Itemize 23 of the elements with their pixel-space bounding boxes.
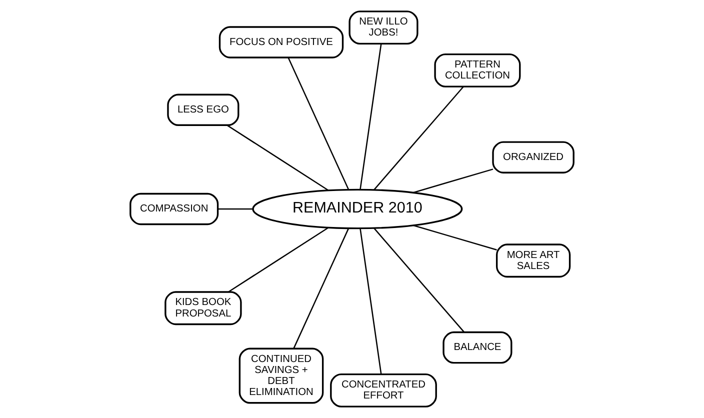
connector: [360, 228, 382, 374]
connector: [226, 124, 329, 191]
node-box: COMPASSION: [130, 192, 219, 226]
node-box: NEW ILLO JOBS!: [348, 10, 418, 45]
node-box: MORE ART SALES: [496, 244, 571, 278]
connector: [228, 227, 329, 292]
connector: [288, 57, 350, 190]
connector: [412, 224, 497, 251]
connector: [373, 86, 464, 190]
node-box: PATTERN COLLECTION: [434, 53, 521, 88]
connector: [373, 228, 465, 333]
node-box: BALANCE: [442, 331, 512, 364]
node-ellipse: REMAINDER 2010: [252, 188, 463, 230]
connector: [218, 208, 253, 210]
node-box: KIDS BOOK PROPOSAL: [164, 291, 242, 326]
node-box: CONCENTRATED EFFORT: [330, 373, 437, 408]
node-box: ORGANIZED: [492, 141, 574, 174]
connector: [293, 228, 350, 349]
node-box: FOCUS ON POSITIVE: [218, 26, 344, 58]
node-box: LESS EGO: [167, 94, 240, 126]
connector: [360, 44, 382, 190]
node-box: CONTINUED SAVINGS + DEBT ELIMINATION: [238, 348, 324, 404]
connector: [412, 168, 494, 194]
